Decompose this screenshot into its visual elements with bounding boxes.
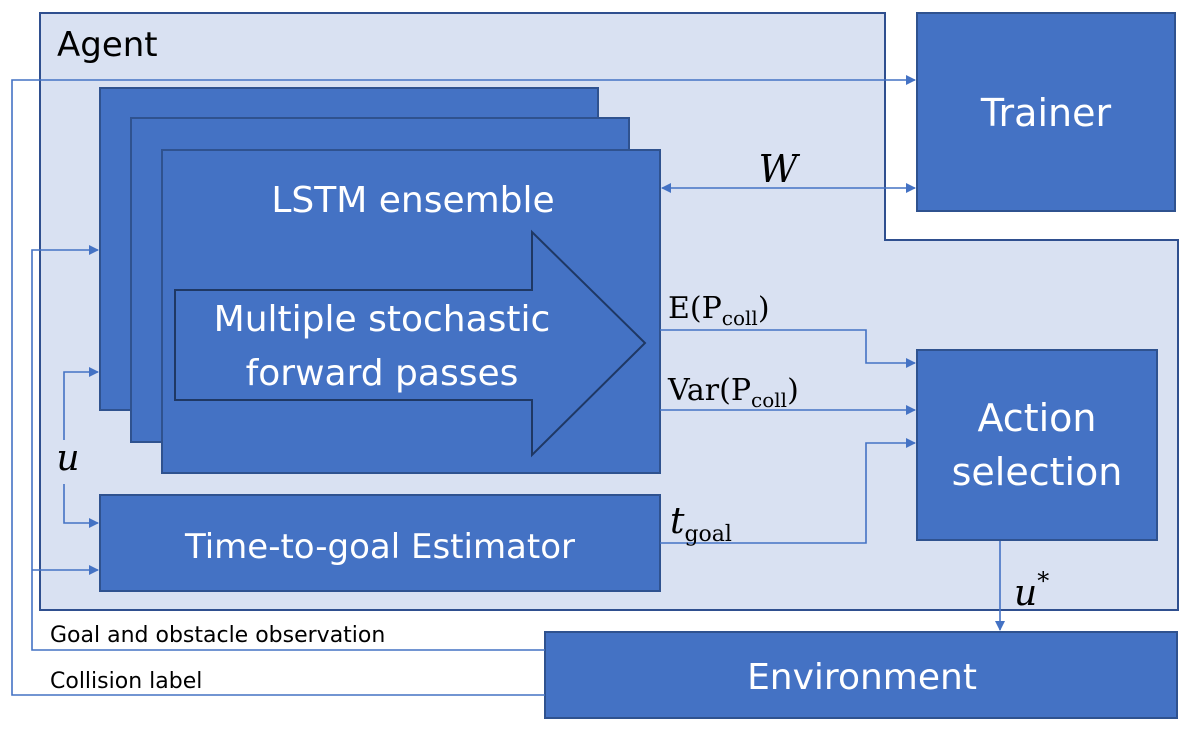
action-selection-box xyxy=(916,349,1158,541)
estimator-box xyxy=(99,494,661,592)
environment-label: Environment xyxy=(747,657,977,698)
collision-label-connector xyxy=(11,75,916,696)
control-to-estimator-connector xyxy=(63,484,99,528)
action-label-line2: selection xyxy=(952,450,1123,494)
forward-pass-arrow xyxy=(174,229,647,458)
estimator-label: Time-to-goal Estimator xyxy=(184,527,575,567)
expectation-label: E(Pcoll) xyxy=(668,291,770,330)
weights-label: W xyxy=(758,147,800,191)
trainer-label: Trainer xyxy=(980,91,1112,135)
trainer-box xyxy=(916,12,1176,212)
time-goal-connector xyxy=(660,438,916,544)
arrow-text-line2: forward passes xyxy=(246,353,519,394)
variance-label: Var(Pcoll) xyxy=(667,373,799,412)
environment-box xyxy=(544,631,1178,719)
collision-label-text: Collision label xyxy=(50,669,202,694)
action-label-line1: Action xyxy=(977,396,1096,440)
observation-connector xyxy=(31,245,545,651)
observation-label: Goal and obstacle observation xyxy=(50,623,385,648)
agent-label: Agent xyxy=(57,25,158,65)
optimal-control-label: u* xyxy=(1014,567,1049,614)
time-goal-label: tgoal xyxy=(670,501,732,547)
arrow-text-line1: Multiple stochastic xyxy=(214,299,551,340)
lstm-title: LSTM ensemble xyxy=(271,180,554,221)
control-to-lstm-connector xyxy=(63,367,99,440)
expectation-connector xyxy=(660,329,916,368)
control-label: u xyxy=(56,438,79,479)
